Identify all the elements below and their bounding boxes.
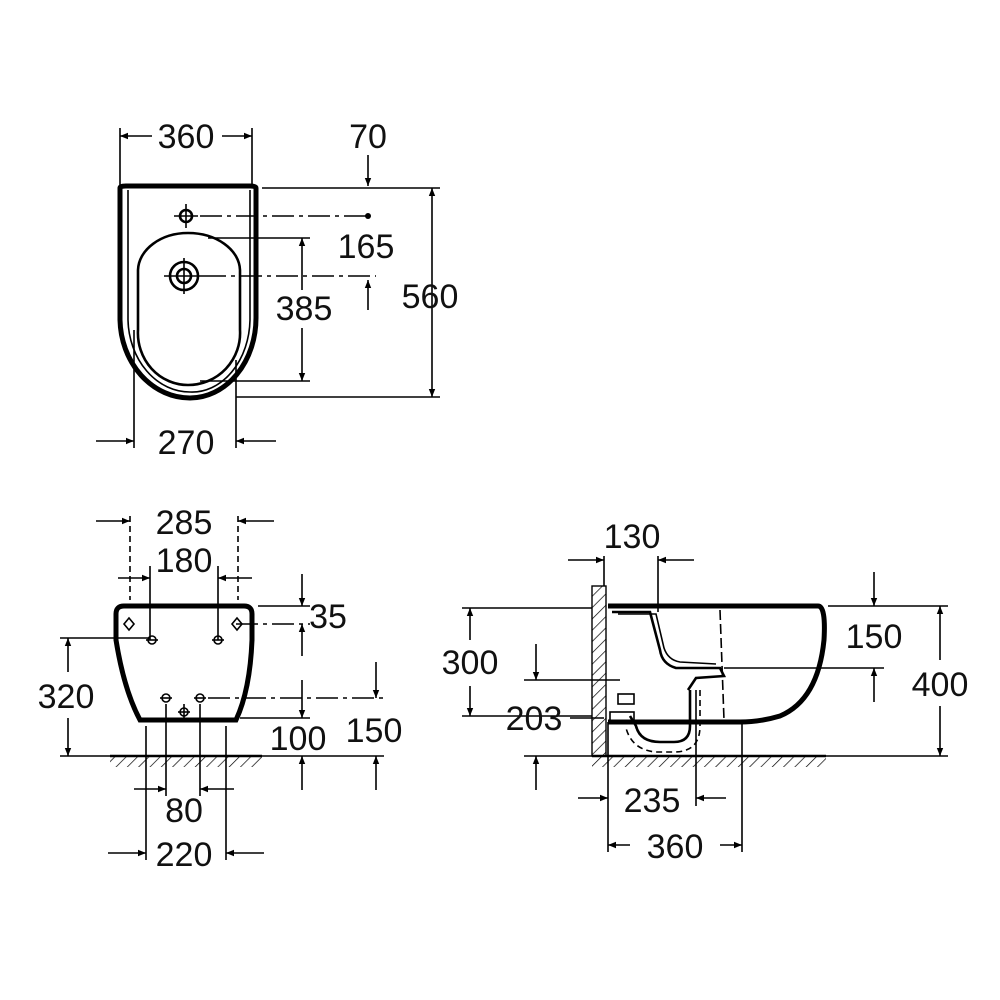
dim-top-bowl-length: 385 [276,290,333,328]
wall [591,585,607,757]
dim-top-width: 360 [158,118,215,156]
dim-top-base-width: 270 [158,424,215,462]
side-view-outline [608,603,827,725]
dim-side-projection: 360 [647,828,704,866]
dim-side-overall-height: 400 [912,666,969,704]
dim-top-overall-length: 560 [402,278,459,316]
dim-top-tap-to-drain: 165 [338,228,395,266]
dim-side-waste-height: 203 [506,700,563,738]
dim-front-fixing-height: 320 [38,678,95,716]
dim-front-supply-spacing: 80 [165,792,203,830]
dim-front-bracket-top: 35 [309,598,347,636]
dim-front-bracket-inner: 180 [156,542,213,580]
tap-hole-symbol [174,204,198,228]
dim-top-offset: 70 [349,118,387,156]
front-view: 285 180 35 320 100 150 80 [38,504,403,874]
drain-symbol [164,258,204,294]
dim-front-bracket-outer: 285 [156,504,213,542]
dim-front-base-width: 220 [156,836,213,874]
dim-side-rim-height: 300 [442,644,499,682]
side-view: 130 300 203 150 400 235 [442,518,969,866]
top-view-bowl [136,231,242,387]
top-view: 360 70 560 385 165 270 [96,118,458,462]
dim-front-drain-floor: 150 [346,712,403,750]
dim-side-rim-depth: 150 [846,618,903,656]
dim-side-wall-offset: 130 [604,518,661,556]
front-view-outline [113,603,255,723]
top-view-outline [117,183,259,401]
dim-side-waste-projection: 235 [624,782,681,820]
dim-front-drain-height: 100 [270,720,327,758]
